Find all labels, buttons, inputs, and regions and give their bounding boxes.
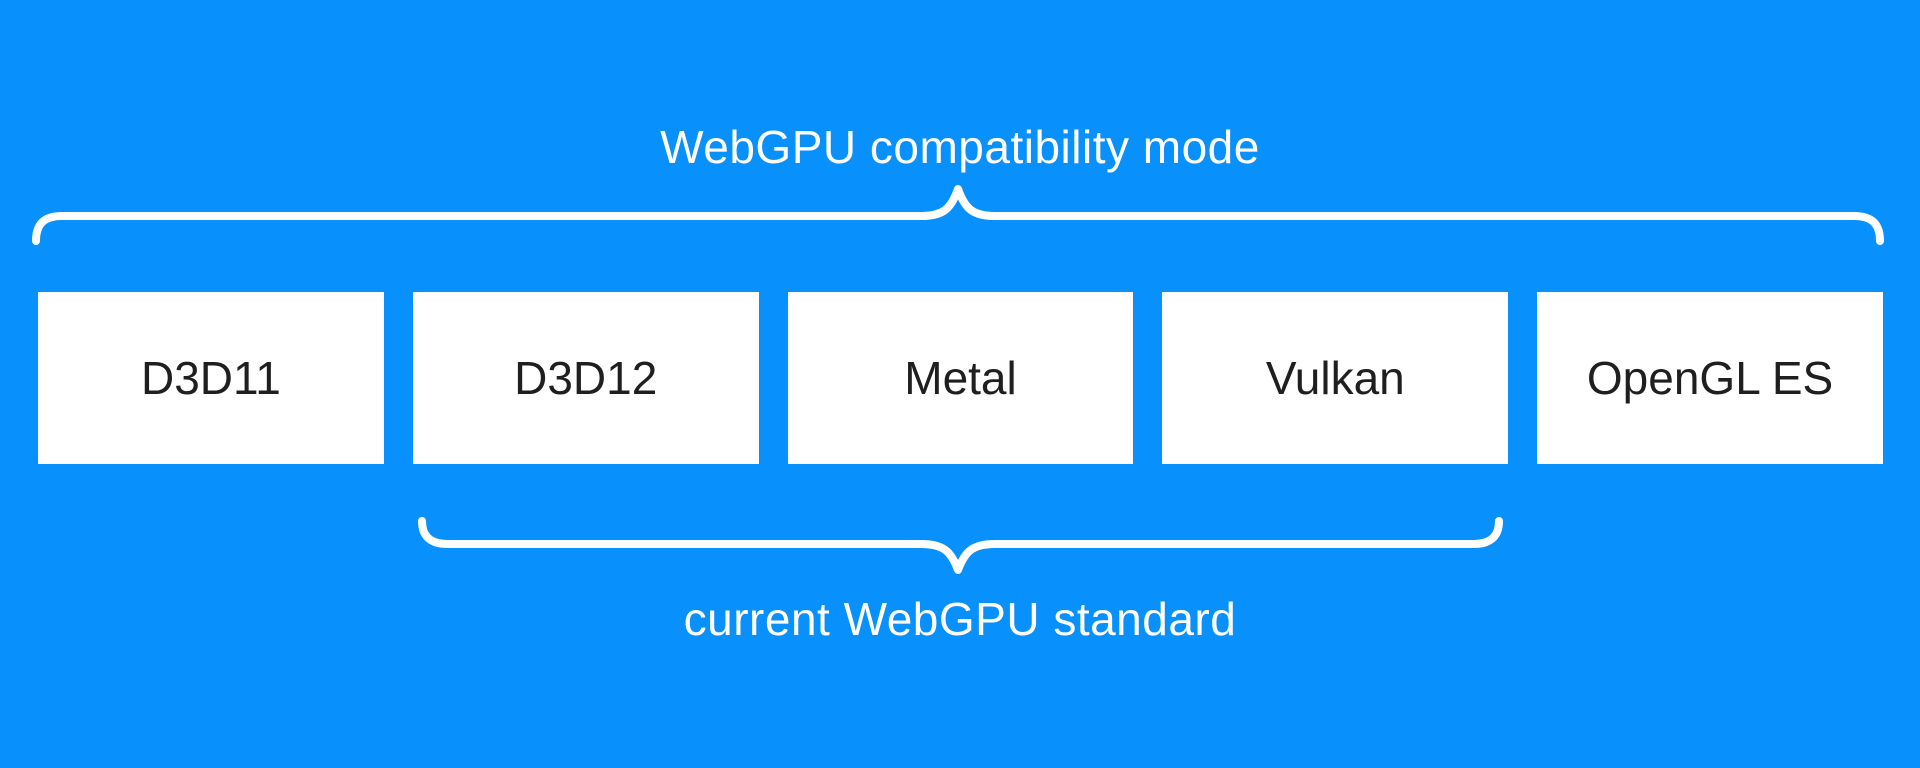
backend-box-d3d12: D3D12 xyxy=(412,292,759,464)
backend-box-d3d11: D3D11 xyxy=(38,292,384,464)
backend-box-vulkan: Vulkan xyxy=(1162,292,1509,464)
bottom-brace xyxy=(418,517,1503,574)
current-standard-label: current WebGPU standard xyxy=(683,593,1237,645)
compatibility-mode-label: WebGPU compatibility mode xyxy=(660,121,1260,173)
top-brace xyxy=(32,185,1884,245)
backend-box-metal: Metal xyxy=(787,292,1134,464)
backend-box-row: D3D11 D3D12 Metal Vulkan OpenGL ES xyxy=(38,292,1883,464)
backend-box-opengl-es: OpenGL ES xyxy=(1537,292,1883,464)
